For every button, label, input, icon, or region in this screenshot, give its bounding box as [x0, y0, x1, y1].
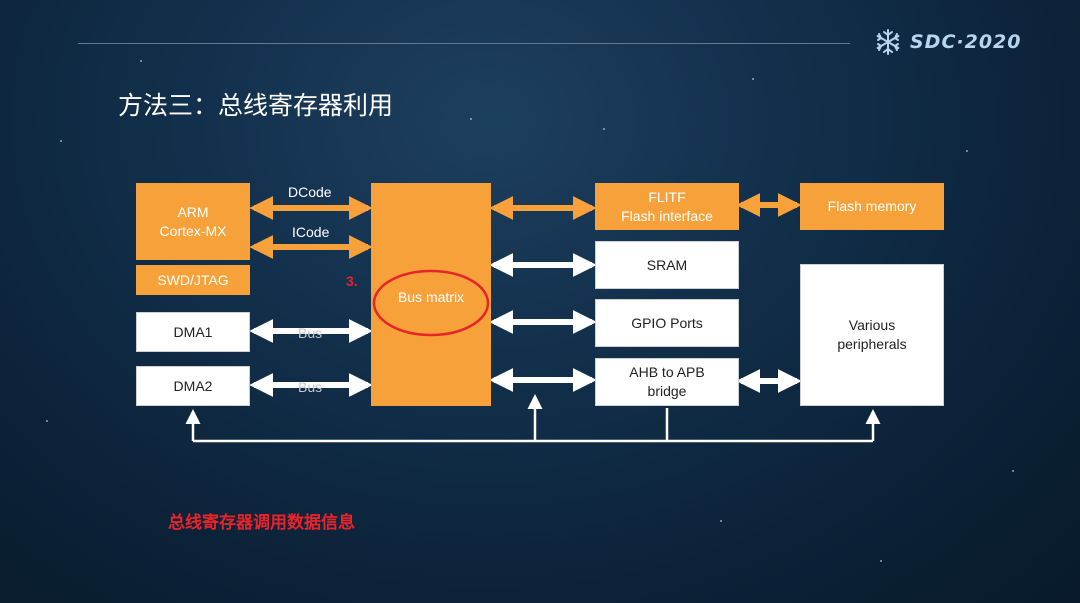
cortex-label: Cortex-MX	[159, 222, 227, 239]
star-dot	[1012, 470, 1014, 472]
arm-label: ARM	[177, 203, 209, 220]
icode-label: ICode	[292, 224, 330, 240]
bus-matrix-highlight-ellipse	[372, 269, 490, 337]
logo-text: SDC·2020	[910, 31, 1022, 53]
peripherals-label: peripherals	[837, 336, 907, 352]
flash-memory-box: Flash memory	[800, 183, 944, 230]
flitf-label: FLITF	[648, 188, 686, 205]
dma2-box: DMA2	[136, 366, 250, 406]
swd-jtag-box: SWD/JTAG	[136, 265, 250, 295]
various-label: Various	[848, 317, 896, 333]
star-dot	[720, 520, 722, 522]
bus-matrix-box: Bus matrix	[371, 183, 491, 406]
ahb-apb-bridge-box: AHB to APB bridge	[595, 358, 739, 406]
star-dot	[880, 560, 882, 562]
bridge-label: bridge	[647, 383, 687, 399]
snowflake-icon	[876, 29, 900, 55]
star-dot	[966, 150, 968, 152]
arm-cortex-box: ARM Cortex-MX	[136, 183, 250, 260]
star-dot	[470, 118, 472, 120]
star-dot	[603, 128, 605, 130]
bus1-label: Bus	[298, 325, 323, 341]
flitf-box: FLITF Flash interface	[595, 183, 739, 230]
gpio-ports-box: GPIO Ports	[595, 299, 739, 347]
star-dot	[140, 60, 142, 62]
event-logo: SDC·2020	[874, 28, 1022, 56]
dcode-label: DCode	[288, 184, 332, 200]
flash-interface-label: Flash interface	[621, 207, 713, 224]
star-dot	[752, 78, 754, 80]
ahb-label: AHB to APB	[629, 364, 705, 380]
dma1-box: DMA1	[136, 312, 250, 352]
various-peripherals-box: Various peripherals	[800, 264, 944, 406]
slide-title: 方法三：总线寄存器利用	[118, 91, 394, 120]
header-rule	[78, 43, 850, 44]
bus-matrix-label: Bus matrix	[397, 289, 465, 305]
caption-text: 总线寄存器调用数据信息	[168, 513, 355, 533]
sram-box: SRAM	[595, 241, 739, 289]
step-marker: 3.	[346, 273, 358, 289]
star-dot	[60, 140, 62, 142]
star-dot	[46, 420, 48, 422]
bus2-label: Bus	[298, 379, 323, 395]
